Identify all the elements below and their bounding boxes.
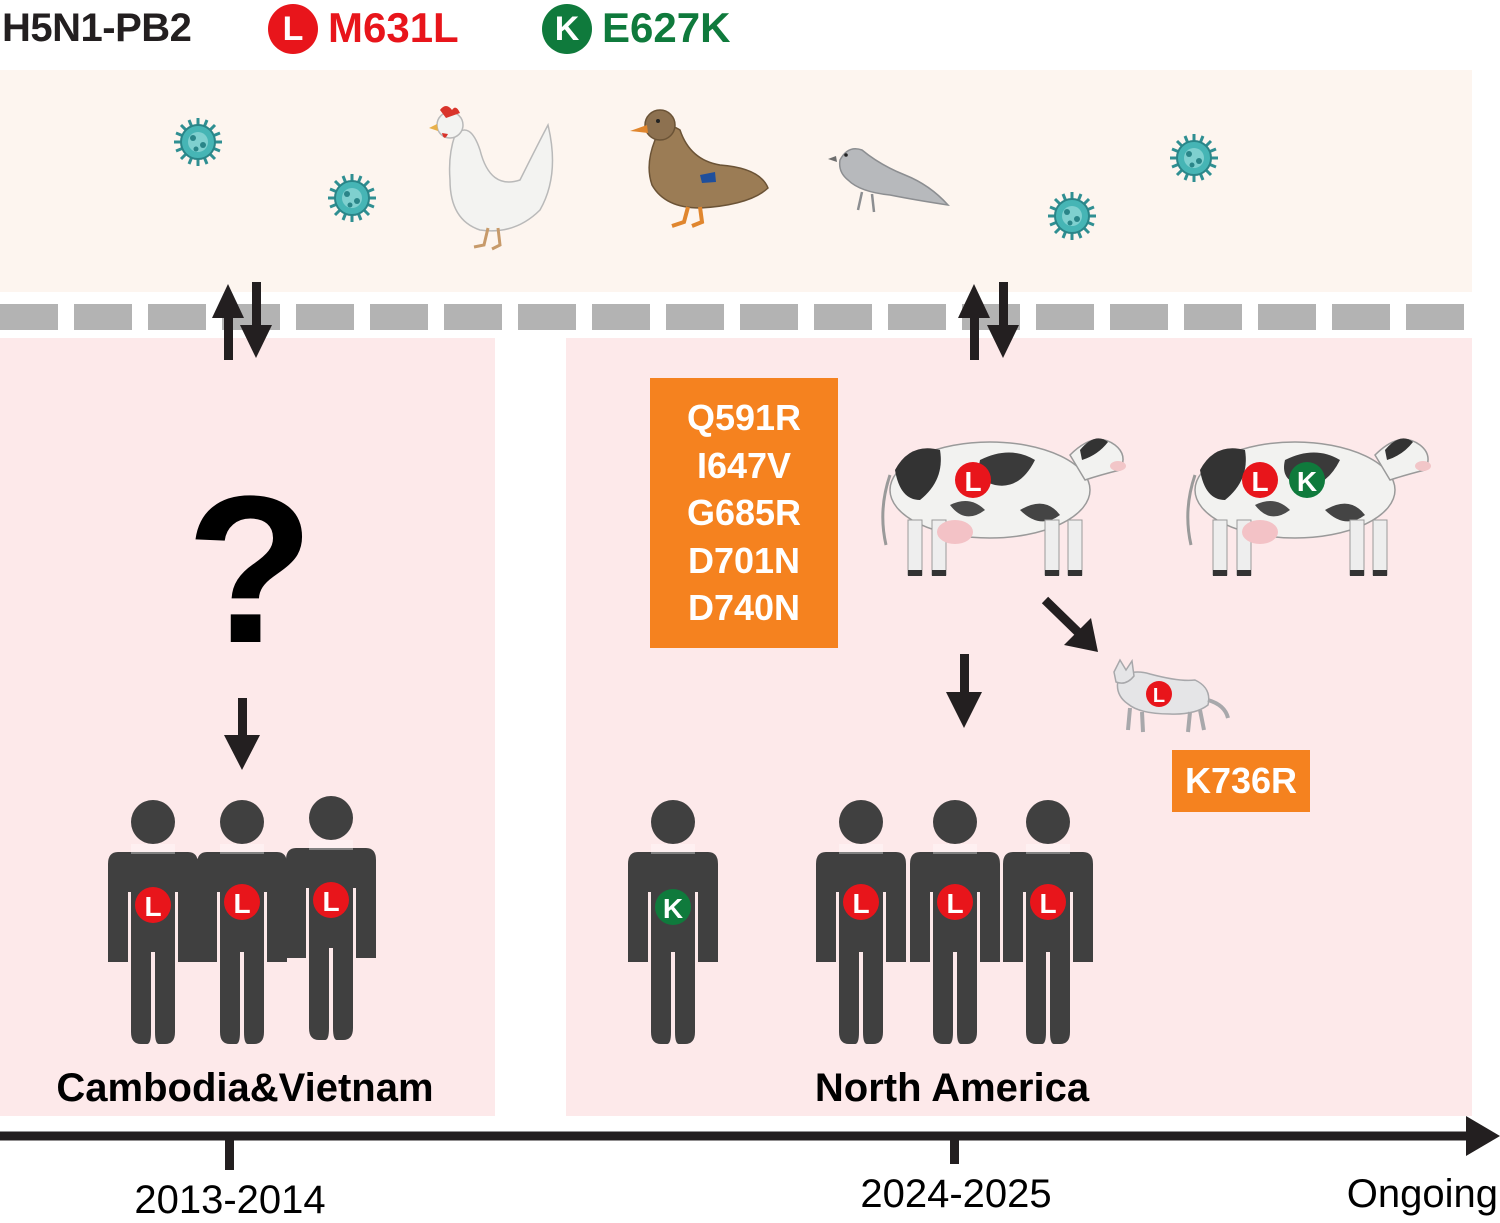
m631l-badge: L	[135, 887, 171, 923]
svg-text:L: L	[233, 888, 250, 919]
mutation-label: D701N	[687, 539, 801, 581]
svg-text:L: L	[964, 466, 981, 497]
down-arrow-icon	[224, 698, 260, 770]
m631l-badge: L	[1146, 681, 1172, 707]
mutation-list-box: Q591R I647V G685R D701N D740N	[650, 378, 838, 648]
bidirectional-arrow-right	[958, 282, 1019, 360]
svg-text:K: K	[663, 893, 683, 924]
e627k-badge: K	[1289, 462, 1325, 498]
sparrow-icon	[828, 148, 950, 213]
svg-text:K: K	[1297, 466, 1317, 497]
virus-icon	[1168, 132, 1220, 184]
human-icon	[197, 800, 287, 1044]
e627k-badge: K	[655, 889, 691, 925]
m631l-badge: L	[1242, 462, 1278, 498]
m631l-badge: L	[313, 882, 349, 918]
chicken-icon	[429, 106, 554, 251]
unknown-source-question-mark: ?	[185, 452, 315, 687]
virus-icon	[326, 172, 378, 224]
mutation-label: Q591R	[686, 397, 802, 438]
dairy-cow-icon	[881, 436, 1128, 578]
human-icon	[816, 800, 906, 1044]
timeline-tick-label: 2024-2025	[860, 1172, 1052, 1216]
m631l-badge: L	[1030, 884, 1066, 920]
svg-text:L: L	[946, 888, 963, 919]
virus-icon	[172, 116, 224, 168]
m631l-badge: L	[937, 884, 973, 920]
legend-title: H5N1-PB2	[2, 6, 192, 50]
timeline-axis	[0, 1116, 1500, 1170]
e627k-legend-label: E627K	[602, 4, 731, 51]
e627k-legend-badge: K	[542, 4, 592, 54]
virus-icon	[1046, 190, 1098, 242]
m631l-badge: L	[224, 884, 260, 920]
human-icon	[910, 800, 1000, 1044]
mutation-label: D740N	[687, 587, 801, 628]
timeline-tick-label: 2013-2014	[134, 1178, 326, 1222]
timeline-end-label: Ongoing	[1346, 1172, 1498, 1216]
m631l-badge: L	[843, 884, 879, 920]
down-arrow-icon	[946, 654, 982, 728]
duck-icon	[630, 109, 769, 228]
mutation-label: I647V	[696, 444, 792, 486]
svg-text:L: L	[852, 888, 869, 919]
m631l-badge: L	[955, 462, 991, 498]
svg-text:L: L	[144, 891, 161, 922]
dairy-cow-icon	[1186, 436, 1433, 578]
region-label-cambodia-vietnam: Cambodia&Vietnam	[56, 1066, 434, 1110]
svg-text:L: L	[1251, 466, 1268, 497]
bidirectional-arrow-left	[212, 282, 272, 360]
svg-text:L: L	[322, 886, 339, 917]
human-icon	[1003, 800, 1093, 1044]
mutation-label: G685R	[686, 492, 802, 533]
cat-mutation-box: K736R	[1172, 750, 1310, 812]
svg-text:L: L	[1039, 888, 1056, 919]
m631l-legend-label: M631L	[328, 4, 459, 51]
region-label-north-america: North America	[814, 1066, 1090, 1110]
svg-text:L: L	[1153, 685, 1165, 707]
m631l-legend-badge: L	[268, 4, 318, 54]
diagonal-arrow-icon	[1041, 596, 1098, 652]
